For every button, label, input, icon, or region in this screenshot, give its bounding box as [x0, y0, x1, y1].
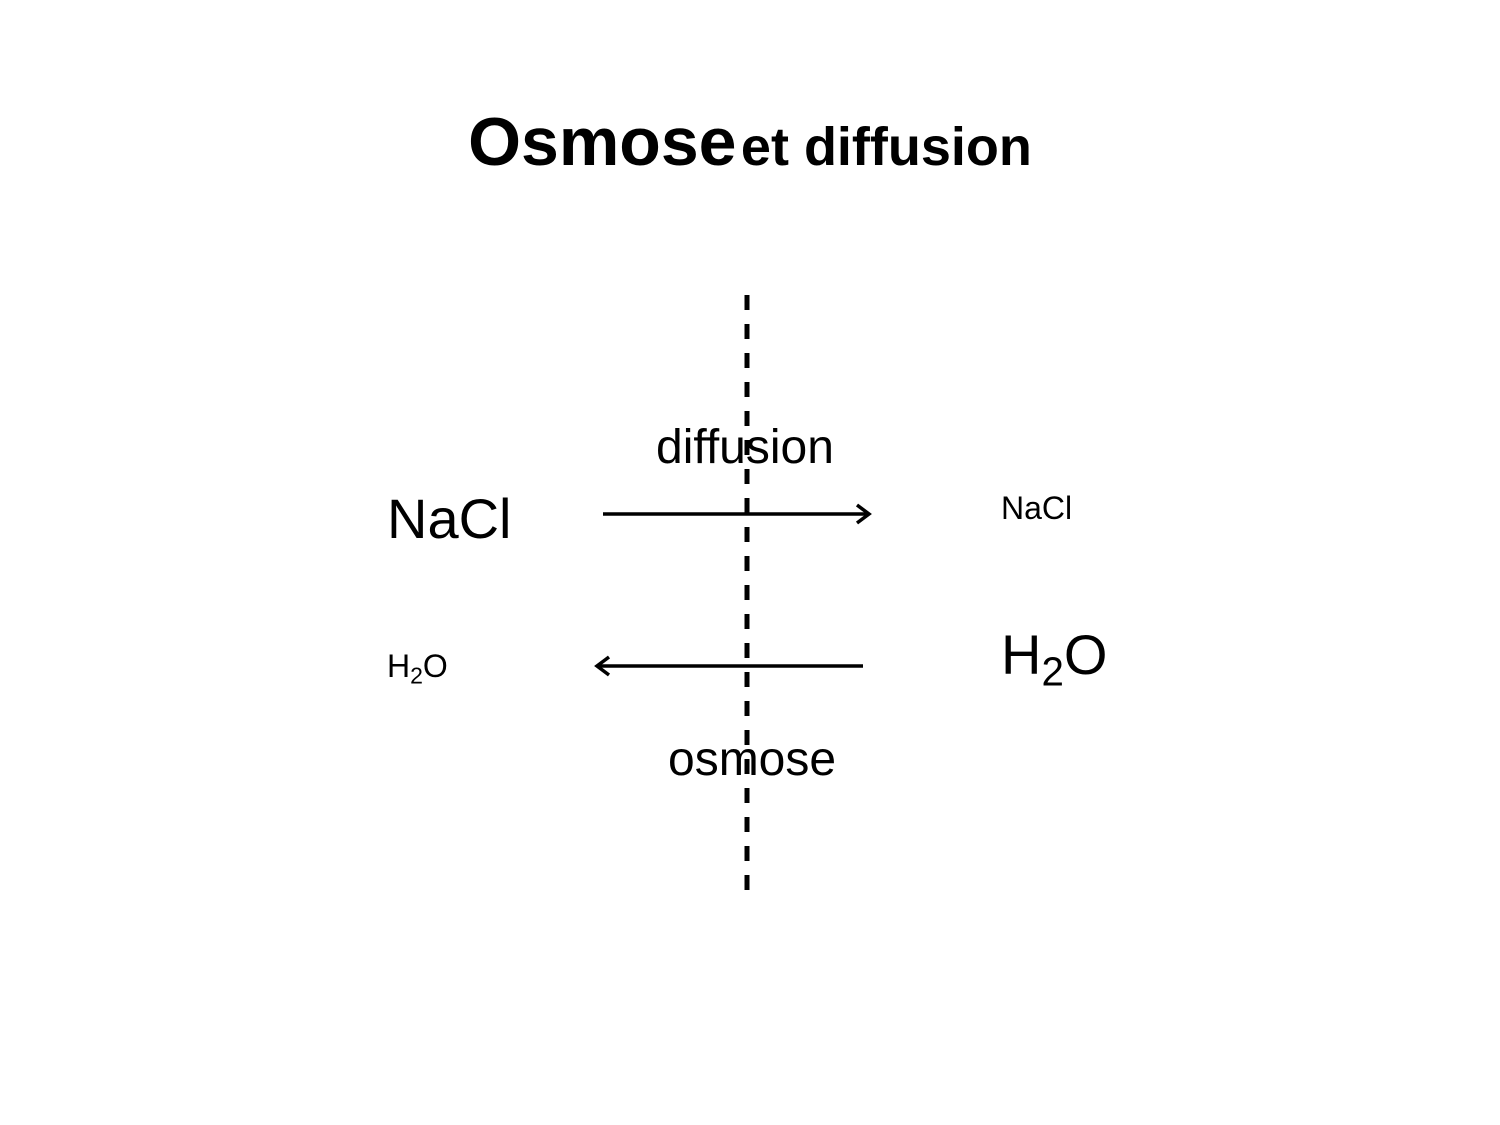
h2o-left-low-concentration: H2O — [387, 648, 448, 689]
diffusion-arrow-icon — [603, 503, 872, 525]
osmose-arrow-icon — [594, 655, 863, 677]
osmose-label: osmose — [668, 733, 837, 786]
title-rest: et diffusion — [740, 117, 1032, 177]
h2o-right-high-concentration: H2O — [1001, 623, 1108, 695]
slide-title: Osmose et diffusion — [0, 108, 1500, 176]
title-main: Osmose — [468, 104, 737, 180]
diffusion-label: diffusion — [656, 421, 834, 474]
nacl-right-low-concentration: NaCl — [1001, 490, 1073, 526]
nacl-left-high-concentration: NaCl — [387, 487, 512, 550]
